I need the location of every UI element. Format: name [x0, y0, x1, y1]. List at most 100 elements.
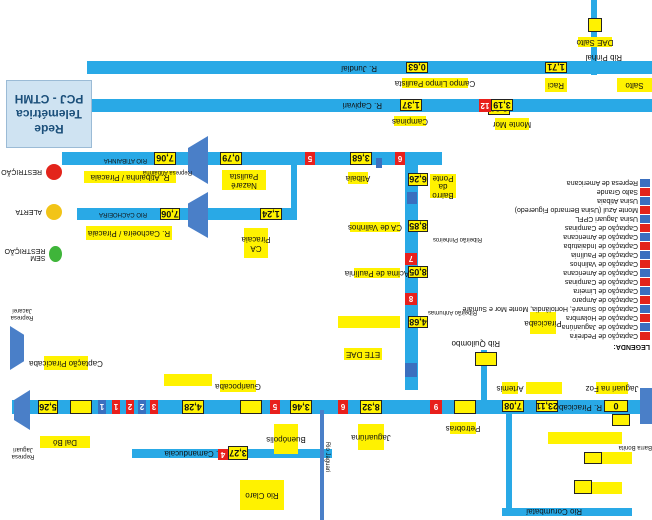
label-dae-salto: DAE Salto: [576, 37, 614, 48]
legend-code-icon: [640, 179, 650, 187]
legend-item-label: Captação de Pedreira: [569, 332, 638, 340]
value-des-furtado: 8,05: [408, 266, 428, 278]
label-carioba: Petrobras: [446, 422, 480, 434]
label-pinhal: Rib Pinhal: [585, 53, 622, 62]
legend-item: Captação de Campinas: [565, 224, 650, 232]
marker-2: 2: [126, 400, 134, 414]
label-barra-bonita: Barra Bonita: [618, 444, 652, 450]
legend-item: Usina Atibaia: [597, 197, 650, 205]
legend-code-icon: [640, 215, 650, 223]
legend-item: Captação do Sumaré, Hortolândia, Monte M…: [463, 305, 650, 313]
value-quilombo: [475, 352, 497, 366]
legend-code-icon: [640, 224, 650, 232]
value-nazare: 0,79: [220, 152, 242, 165]
label-sbo: Artemis: [496, 382, 524, 394]
legend-item-label: Usina Atibaia: [597, 197, 638, 205]
value-campo-limpo: 0,63: [406, 62, 428, 73]
dam-cachoeira: [188, 192, 208, 238]
legend-item: Captação de Amparo: [572, 296, 650, 304]
legend-item-label: Usina Jaguari CPFL: [575, 215, 638, 223]
label-captacao-piracicaba: [548, 432, 622, 444]
legend-item: Captação de Pedreira: [570, 332, 650, 340]
label-camanducaia: R. Camanducaia: [164, 449, 224, 458]
label-dal-bo: Rio Claro: [240, 480, 284, 510]
status-alert: ALERTA: [15, 204, 62, 220]
legend-item: Usina Jaguari CPFL: [575, 215, 650, 223]
legend-code-icon: [640, 242, 650, 250]
legend-item: Represa de Americana: [567, 179, 650, 187]
status-restricted: RESTRIÇÃO: [1, 164, 62, 180]
legend-item-label: Captação de Paulínia: [571, 251, 638, 259]
legend-code-icon: [640, 269, 650, 277]
value-bairro-ponte: 6,26: [408, 173, 428, 186]
status-normal: SEM RESTRIÇÃO: [0, 246, 62, 262]
label-acima-paulinia: [338, 316, 400, 328]
label-buenopolis: Dal Bó: [40, 436, 90, 448]
value-cachoeira: 7,06: [160, 208, 180, 220]
legend-item-label: Captação de Amparo: [572, 296, 638, 304]
marker-num-2: 2: [138, 400, 146, 414]
legend-item: Captação de Paulínia: [571, 251, 650, 259]
marker-7: 5: [305, 152, 315, 165]
value-campinas: 1,37: [400, 99, 422, 111]
value-rio-claro: [574, 480, 592, 494]
dam-barra-bonita: [640, 388, 652, 424]
legend-code-icon: [640, 233, 650, 241]
value-monte-mor: 3,19: [491, 99, 513, 111]
legend-code-icon: [640, 323, 650, 331]
legend-item-label: Captação de Holambra: [566, 314, 638, 322]
label-piracicaba-river: R. Piracicaba: [554, 403, 602, 412]
marker-6: 6: [338, 400, 348, 414]
value-piracicaba-2: 7,08: [502, 400, 524, 412]
marker-10: 8: [405, 293, 417, 305]
legend-code-icon: [640, 206, 650, 214]
marker-3: 3: [150, 400, 158, 414]
legend-item-label: Salto Grande: [596, 188, 638, 196]
legend-item: Captação de Limeira: [573, 287, 650, 295]
marker-5: 5: [270, 400, 280, 414]
river-corumbatai-up: [506, 406, 512, 516]
marker-9: 7: [405, 253, 417, 265]
value-guaripocaba: 5,26: [38, 400, 58, 414]
value-piracicaba: 23,11: [535, 400, 559, 412]
marker-4: 4: [218, 449, 228, 460]
marker-1: 1: [112, 400, 120, 414]
legend-item: Captação de Americana: [563, 269, 650, 277]
status-normal-label: SEM RESTRIÇÃO: [4, 247, 46, 261]
legend-item-label: Represa de Americana: [566, 179, 638, 187]
legend-code-icon: [640, 260, 650, 268]
value-jaguariuna: 4,28: [182, 400, 204, 414]
legend-code-icon: [640, 188, 650, 196]
legend-code-icon: [640, 197, 650, 205]
legend-item-label: Captação de Valinhos: [570, 260, 638, 268]
legend-item-label: Captação de Americana: [563, 233, 638, 241]
label-campinas: Campinas: [391, 116, 428, 127]
legend-code-icon: [640, 287, 650, 295]
label-jaguari-small: Rio Jaguari: [323, 441, 330, 473]
label-capivari: R. Capivari: [342, 101, 382, 110]
status-alert-label: ALERTA: [15, 208, 42, 216]
marker-num-5: [405, 363, 417, 377]
label-petrobras: Guaripocaba: [215, 380, 261, 392]
label-pinheiros: Ribeirão Pinheiros: [432, 236, 482, 242]
value-atibaia: 3,68: [350, 152, 372, 165]
title-line-2: Telemétrica: [16, 107, 82, 122]
value-valinhos: 8,85: [408, 220, 428, 232]
value-acima-paulinia: 4,68: [408, 316, 428, 328]
label-des-furtado: Acima de Paulínia: [344, 268, 410, 279]
label-jundiai: R. Jundiaí: [340, 64, 377, 73]
value-captacao-piracicaba: [612, 414, 630, 426]
label-artemis: Jaguari na Foz: [586, 382, 638, 394]
value-petrobras-box: [240, 400, 262, 414]
label-usina-ester: Buenópolis: [266, 424, 306, 454]
value-raci: 1,71: [545, 62, 567, 73]
value-carioba: [454, 400, 476, 414]
river-link-cachoeira: [291, 152, 297, 220]
marker-8: 6: [395, 152, 405, 165]
label-bairro-ponte: Bairro da Ponte: [430, 174, 456, 200]
dam-jacarei: [10, 326, 24, 370]
legend-code-icon: [640, 314, 650, 322]
label-ca-sumare: ETE DAE: [344, 348, 382, 360]
legend-item-label: Captação de Indaiatuba: [563, 242, 638, 250]
